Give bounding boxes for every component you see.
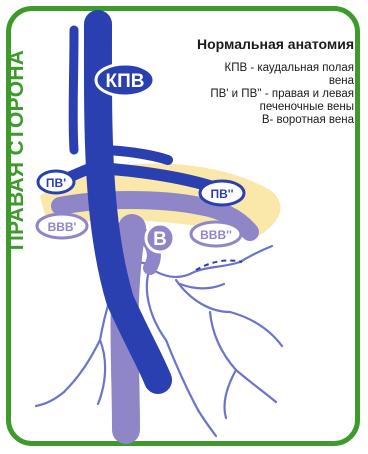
- label-pv-left: ПВ'': [200, 181, 244, 205]
- label-kpv: КПВ: [96, 64, 154, 96]
- label-pv-right: ПВ': [38, 171, 74, 193]
- legend-line: ПВ' и ПВ'' - правая и левая: [154, 88, 354, 101]
- legend-line: В- воротная вена: [154, 114, 354, 127]
- label-vvv-right-text: ВВВ': [48, 220, 77, 234]
- legend-title: Нормальная анатомия: [154, 36, 354, 52]
- legend-line: вена: [154, 75, 354, 88]
- label-pv-right-text: ПВ': [46, 176, 66, 190]
- side-label-text: ПРАВАЯ СТОРОНА: [5, 50, 29, 251]
- legend-line: печеночные вены: [154, 101, 354, 114]
- label-vvv-left-text: ВВВ'': [200, 228, 232, 242]
- label-v-text: В: [153, 229, 167, 250]
- label-vvv-right: ВВВ': [37, 214, 87, 238]
- label-vvv-left: ВВВ'': [191, 222, 241, 246]
- label-v: В: [146, 224, 174, 252]
- label-kpv-text: КПВ: [106, 71, 145, 92]
- portal-branches: [36, 246, 282, 436]
- legend: Нормальная анатомия КПВ - каудальная пол…: [154, 36, 354, 127]
- side-label: ПРАВАЯ СТОРОНА: [0, 0, 34, 454]
- label-pv-left-text: ПВ'': [211, 187, 234, 201]
- legend-line: КПВ - каудальная полая: [154, 62, 354, 75]
